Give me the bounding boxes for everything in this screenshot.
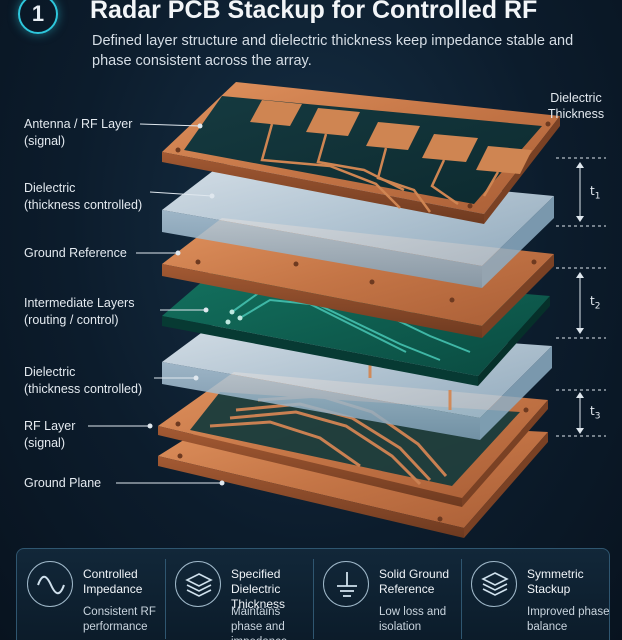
- feature-name: Symmetric Stackup: [527, 567, 584, 596]
- feature-desc: Maintains phase and impedance: [231, 606, 287, 640]
- page-subtitle: Defined layer structure and dielectric t…: [92, 33, 574, 69]
- feature-divider: [313, 559, 314, 639]
- thickness-markers: [556, 157, 606, 437]
- feature-name: Controlled Impedance: [83, 567, 143, 596]
- feature-divider: [165, 559, 166, 639]
- thickness-label-t1: t1: [590, 184, 601, 202]
- sine-wave-icon: [27, 561, 73, 607]
- layers-icon: [175, 561, 221, 607]
- feature-divider: [461, 559, 462, 639]
- feature-desc: Improved phase balance: [527, 606, 610, 633]
- step-number-badge: 1: [18, 0, 58, 34]
- label-ground-plane: Ground Plane: [24, 476, 102, 490]
- feature-name: Solid Ground Reference: [379, 567, 450, 596]
- feature-name: Specified Dielectric Thickness: [231, 567, 286, 611]
- stack-icon: [471, 561, 517, 607]
- thickness-label-t3: t3: [590, 404, 601, 422]
- feature-desc: Consistent RF performance: [83, 606, 156, 633]
- feature-symmetric-stackup: Symmetric Stackup Improved phase balance: [461, 549, 611, 640]
- label-ground-reference: Ground Reference: [24, 246, 127, 260]
- feature-ground-reference: Solid Ground Reference Low loss and isol…: [313, 549, 461, 640]
- ground-symbol-icon: [323, 561, 369, 607]
- feed-lines: [260, 123, 500, 213]
- leader-lines: [88, 123, 222, 484]
- feature-controlled-impedance: Controlled Impedance Consistent RF perfo…: [17, 549, 165, 640]
- dielectric-thickness-heading: Dielectric Thickness: [547, 91, 605, 121]
- label-dielectric-2: Dielectric(thickness controlled): [24, 365, 143, 396]
- leader-dots: [147, 123, 225, 486]
- thickness-label-t2: t2: [590, 294, 601, 312]
- page-title: Radar PCB Stackup for Controlled RF: [90, 0, 538, 24]
- features-panel: Controlled Impedance Consistent RF perfo…: [16, 548, 610, 640]
- feature-desc: Low loss and isolation: [379, 606, 447, 633]
- feature-dielectric-thickness: Specified Dielectric Thickness Maintains…: [165, 549, 313, 640]
- label-rf-layer: RF Layer(signal): [24, 419, 76, 450]
- antenna-rf-layer: [162, 82, 560, 224]
- label-antenna-rf-layer: Antenna / RF Layer(signal): [24, 117, 133, 148]
- patch-antenna-array: [250, 100, 532, 174]
- label-intermediate-layers: Intermediate Layers(routing / control): [24, 296, 135, 327]
- stackup-diagram: [88, 82, 606, 538]
- label-dielectric-1: Dielectric(thickness controlled): [24, 181, 143, 212]
